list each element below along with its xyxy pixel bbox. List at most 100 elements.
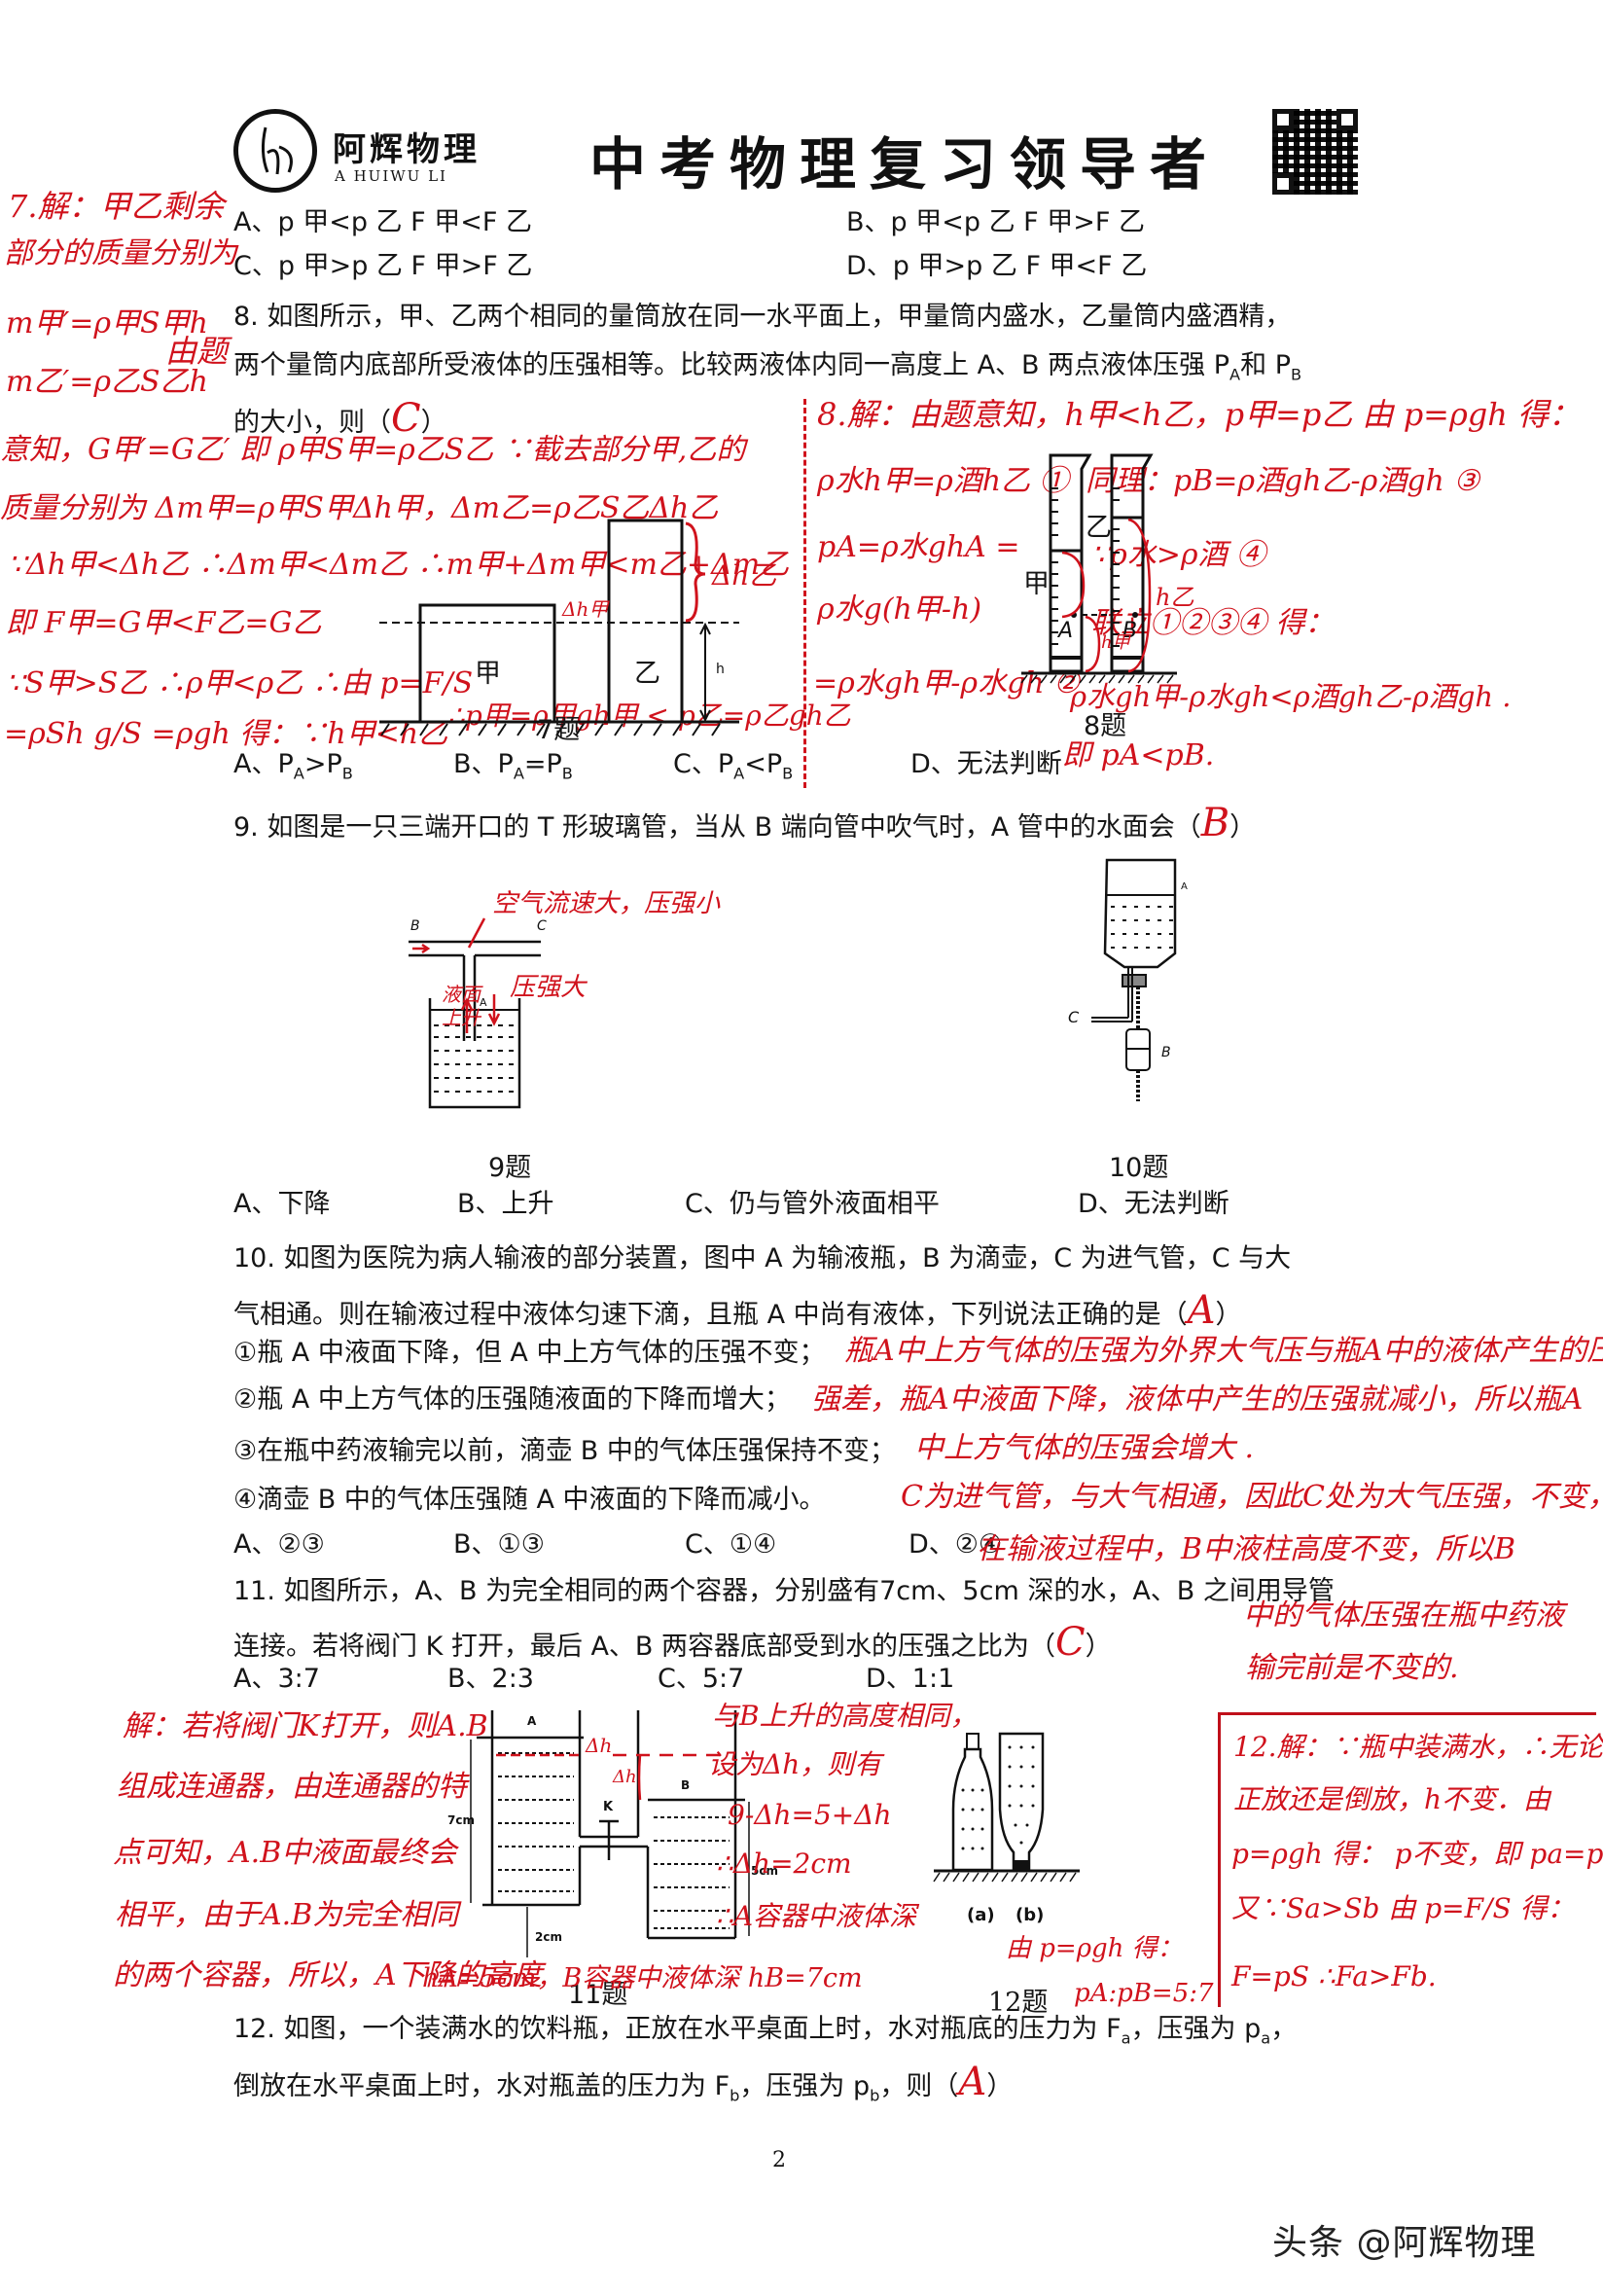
q11-option-a: A、3:7 — [233, 1664, 320, 1694]
q8-stem-line3: 的大小，则（C） — [233, 396, 447, 441]
q9-stem: 9. 如图是一只三端开口的 T 形玻璃管，当从 B 端向管中吹气时，A 管中的水… — [233, 801, 1257, 845]
q7-note-line: 部分的质量分别为 — [4, 236, 237, 270]
q12-note-box — [1218, 1712, 1596, 2007]
q10-note-line: 输完前是不变的. — [1245, 1651, 1459, 1685]
q9-note-line: 液面上升 — [442, 983, 481, 1029]
q7-note-line: =ρSh g/S =ρgh 得：∵h甲<h乙 — [4, 717, 448, 751]
q11-option-d: D、1:1 — [866, 1664, 955, 1694]
page-header: 阿辉物理 A HUIWU LI 中考物理复习领导者 — [0, 0, 1603, 197]
q7-note-line: 意知，G甲′=G乙′ 即 ρ甲S甲=ρ乙S乙 ∵截去部分甲,乙的 — [0, 433, 746, 467]
q11-figure-caption: 11题 — [568, 1980, 628, 2010]
q8-figure-label-b: B — [1122, 619, 1138, 643]
q7-option-c: C、p 甲>p 乙 F 甲>F 乙 — [233, 251, 533, 281]
q12-figure-label-b: (b) — [1015, 1905, 1045, 1925]
q11-note-right: 设为Δh，则有 — [708, 1748, 882, 1780]
q8-note-divider — [803, 399, 806, 788]
q7-note-line: ∵Δh甲<Δh乙 ∴Δm甲<Δm乙 ∴m甲+Δm甲<m乙+Δm乙 — [8, 548, 790, 582]
q8-figure: 乙 甲 A B h甲 h乙 8题 — [1020, 449, 1245, 741]
q7-note-line: m乙′=ρ乙S乙h — [6, 365, 208, 399]
q9-figure-caption: 9题 — [488, 1153, 532, 1183]
q9-option-d: D、无法判断 — [1078, 1189, 1229, 1219]
q7-figure-caption: 7题 — [537, 715, 581, 745]
q7-note-line: ∴p甲=ρ甲gh甲 < p乙=ρ乙gh乙 — [447, 700, 851, 732]
q12-stem-line1: 12. 如图，一个装满水的饮料瓶，正放在水平桌面上时，水对瓶底的压力为 Fa，压… — [233, 2014, 1298, 2048]
q11-note-right: 与B上升的高度相同， — [712, 1700, 978, 1732]
q9-note-line: 空气流速大，压强小 — [492, 889, 721, 918]
watermark: 头条 @阿辉物理 — [1272, 2223, 1537, 2263]
q9-figure-label-b: B — [410, 918, 420, 934]
q8-note-line: 同理：pB=ρ酒gh乙-ρ酒gh ③ — [1086, 464, 1480, 498]
qr-code-icon — [1272, 109, 1358, 195]
q11-figure-label-5cm: 5cm — [751, 1864, 778, 1878]
q8-figure-caption: 8题 — [1084, 711, 1127, 741]
q12-note-line: p=ρgh 得： p不变，即 pa=pb. — [1231, 1838, 1603, 1870]
q11-option-c: C、5:7 — [658, 1664, 745, 1694]
q12-figure: (a) (b) 12题 — [924, 1732, 1119, 2018]
q7-figure-label-dh-jia: Δh甲 — [562, 597, 609, 621]
q10-note-line: 强差，瓶A中液面下降，液体中产生的压强就减小，所以瓶A — [811, 1382, 1584, 1417]
q11-answer: C — [1055, 1620, 1086, 1665]
q7-figure: 甲 乙 h Δh乙 Δh甲 7题 — [370, 506, 776, 745]
q7-figure-label-jia: 甲 — [475, 659, 501, 689]
q9-figure-label-a: A — [480, 996, 487, 1009]
q10-figure-label-b: B — [1161, 1045, 1171, 1060]
q8-note-line: pA=ρ水ghA = — [817, 530, 1020, 564]
q8-note-line: ρ水g(h甲-h) — [817, 592, 982, 627]
q7-note-line: m甲′=ρ甲S甲h — [6, 306, 208, 341]
q11-figure-label-b: B — [681, 1778, 691, 1792]
q7-figure-label-h: h — [716, 662, 725, 677]
q8-stem-line1: 8. 如图所示，甲、乙两个相同的量筒放在同一水平面上，甲量筒内盛水，乙量筒内盛酒… — [233, 302, 1292, 332]
q12-figure-caption: 12题 — [988, 1988, 1049, 2018]
q11-note-right: 9-Δh=5+Δh — [728, 1799, 892, 1831]
q10-option-a: A、②③ — [233, 1529, 325, 1560]
q7-note-line: 即 F甲=G甲<F乙=G乙 — [6, 606, 322, 640]
q7-option-d: D、p 甲>p 乙 F 甲<F 乙 — [846, 251, 1148, 281]
q9-option-a: A、下降 — [233, 1189, 331, 1219]
q8-option-b: B、PA=PB — [453, 749, 573, 783]
q10-note-line: C为进气管，与大气相通，因此C处为大气压强，不变， — [901, 1480, 1603, 1514]
q11-figure-label-k: K — [603, 1800, 614, 1814]
q10-stem-line1: 10. 如图为医院为病人输液的部分装置，图中 A 为输液瓶，B 为滴壶，C 为进… — [233, 1243, 1292, 1274]
q8-figure-label-yi: 乙 — [1086, 513, 1112, 543]
page-title: 中考物理复习领导者 — [589, 131, 1221, 197]
q10-statement-4: ④滴壶 B 中的气体压强随 A 中液面的下降而减小。 — [233, 1485, 826, 1515]
q9-option-b: B、上升 — [457, 1189, 554, 1219]
q7-option-b: B、p 甲<p 乙 F 甲>F 乙 — [846, 207, 1146, 237]
q12-note-line: 正放还是倒放，h不变．由 — [1233, 1783, 1551, 1815]
q7-figure-label-dh-yi: Δh乙 — [712, 559, 777, 592]
q8-option-c: C、PA<PB — [673, 749, 794, 783]
q11-note-left: 相平，由于A.B为完全相同 — [115, 1898, 459, 1932]
logo-text-en: A HUIWU LI — [335, 167, 447, 185]
q10-statement-3: ③在瓶中药液输完以前，滴壶 B 中的气体压强保持不变； — [233, 1436, 896, 1466]
q9-option-c: C、仍与管外液面相平 — [685, 1189, 940, 1219]
q7-figure-label-yi: 乙 — [634, 659, 660, 689]
q8-figure-label-a: A — [1058, 619, 1074, 643]
q10-figure: A C B 10题 — [1060, 846, 1255, 1183]
q11-figure-label-dh2: Δh — [613, 1767, 637, 1787]
logo-icon — [233, 109, 317, 193]
q12-note-line: 又∵Sa>Sb 由 p=F/S 得： — [1231, 1892, 1575, 1924]
q9-answer: B — [1200, 801, 1230, 845]
q10-figure-label-a: A — [1181, 881, 1188, 892]
q11-figure: A B K 7cm 5cm 2cm Δh Δh 11题 — [409, 1704, 798, 2016]
q7-note-line: 质量分别为 Δm甲=ρ甲S甲Δh甲，Δm乙=ρ乙S乙Δh乙 — [0, 491, 719, 525]
q8-stem-line2: 两个量筒内底部所受液体的压强相等。比较两液体内同一高度上 A、B 两点液体压强 … — [233, 350, 1302, 384]
q12-answer: A — [958, 2060, 987, 2104]
q11-figure-label-7cm: 7cm — [447, 1813, 475, 1827]
q8-note-line: 联立①②③④ 得： — [1091, 606, 1335, 640]
q11-note-right: 由 p=ρgh 得： — [1006, 1934, 1183, 1963]
q10-figure-caption: 10题 — [1109, 1153, 1169, 1183]
q8-note-line: ρ水h甲=ρ酒h乙 ① — [817, 464, 1069, 498]
q9-figure-label-c: C — [537, 918, 547, 934]
q12-note-line: 12.解：∵瓶中装满水，∴无论 — [1233, 1731, 1603, 1763]
logo-text-cn: 阿辉物理 — [333, 130, 481, 169]
q10-figure-label-c: C — [1068, 1008, 1080, 1026]
q11-option-b: B、2:3 — [447, 1664, 534, 1694]
q11-figure-label-2cm: 2cm — [535, 1930, 562, 1944]
q9-note-line: 压强大 — [510, 973, 587, 1002]
page-number: 2 — [772, 2148, 786, 2172]
q11-note-left: 点可知，A.B中液面最终会 — [113, 1836, 457, 1870]
q9-figure: B C A 空气流速大，压强小 液面上升 压强大 9题 — [399, 891, 807, 1183]
q10-note-line: 在输液过程中，B中液柱高度不变，所以B — [977, 1532, 1516, 1566]
q12-figure-label-a: (a) — [967, 1905, 995, 1925]
